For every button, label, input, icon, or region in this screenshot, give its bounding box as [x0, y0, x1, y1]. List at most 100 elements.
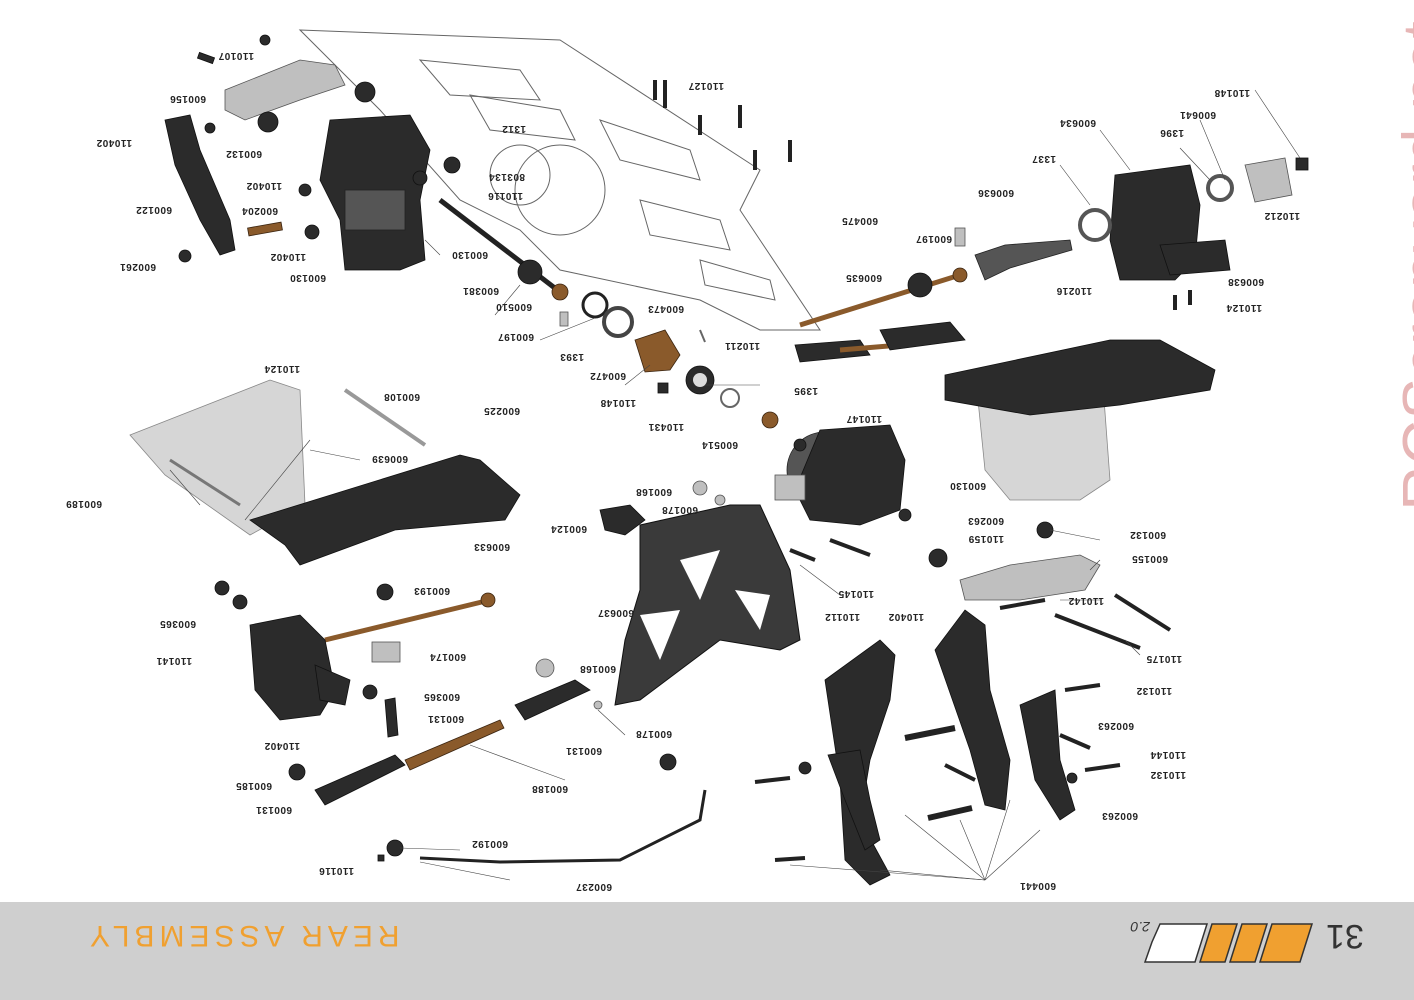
part-label: 110145 — [838, 588, 874, 599]
part-label: 110142 — [1068, 595, 1104, 606]
part-label: 600185 — [236, 780, 272, 791]
right-body-shield — [944, 339, 1216, 501]
part-label: 110107 — [218, 50, 254, 61]
part-label: 600132 — [1130, 529, 1166, 540]
part-label: 600365 — [160, 618, 196, 629]
brand-logo: 2.0 — [1130, 919, 1314, 963]
hinge-pin-holder-right — [789, 508, 1172, 650]
part-label: 110124 — [1226, 302, 1262, 313]
part-label: 110147 — [846, 413, 882, 424]
watermark-text: RCScrapyard.net — [1390, 20, 1414, 511]
part-label: 110402 — [264, 740, 300, 751]
part-label: 600637 — [598, 607, 634, 618]
part-label: 600132 — [226, 148, 262, 159]
part-label: 110148 — [600, 397, 636, 408]
part-label: 600634 — [1060, 117, 1096, 128]
part-label: 600641 — [1180, 109, 1216, 120]
part-label: 1396 — [1160, 127, 1184, 138]
part-label: 600197 — [916, 233, 952, 244]
part-label: 110159 — [968, 533, 1004, 544]
part-label: 600188 — [532, 783, 568, 794]
part-label: 1337 — [1032, 153, 1056, 164]
part-label: 110127 — [688, 80, 724, 91]
part-label: 110112 — [825, 611, 860, 622]
sway-bar — [377, 753, 707, 864]
camber-links — [699, 321, 966, 363]
part-label: 600108 — [384, 391, 420, 402]
part-label: 600189 — [66, 498, 102, 509]
part-label: 600237 — [576, 881, 612, 892]
part-label: 600193 — [414, 585, 450, 596]
part-label: 600131 — [566, 745, 602, 756]
part-label: 600514 — [702, 439, 738, 450]
part-label: 600365 — [424, 691, 460, 702]
part-label: 600168 — [636, 486, 672, 497]
leader-lines — [169, 89, 1301, 881]
lower-arm-left — [249, 454, 521, 566]
part-label: 600636 — [978, 187, 1014, 198]
part-label: 600204 — [242, 205, 278, 216]
rear-gearbox-housing — [319, 81, 461, 271]
hinge-pin-holder-upper — [196, 34, 346, 121]
part-labels: 110107 600156 110402 600132 600122 11040… — [66, 50, 1300, 892]
part-label: 110132 — [1150, 769, 1186, 780]
part-label: 110144 — [1150, 749, 1186, 760]
part-label: 600510 — [496, 301, 532, 312]
carbon-shock-tower — [599, 480, 801, 706]
part-label: 600130 — [290, 272, 326, 283]
part-label: 600174 — [430, 651, 466, 662]
part-label: 600131 — [428, 713, 464, 724]
part-label: 110216 — [1056, 285, 1092, 296]
part-label: 600130 — [452, 249, 488, 260]
part-label: 600263 — [1102, 810, 1138, 821]
part-label: 600263 — [968, 515, 1004, 526]
part-label: 803134 — [489, 171, 525, 182]
part-label: 110402 — [270, 251, 306, 262]
part-label: 600475 — [842, 215, 878, 226]
part-label: 110148 — [1214, 87, 1250, 98]
part-label: 600168 — [580, 663, 616, 674]
part-label: 600131 — [256, 804, 292, 815]
part-label: 600635 — [846, 272, 882, 283]
part-label: 110141 — [156, 655, 192, 666]
part-label: 600261 — [120, 261, 156, 272]
chassis-plate — [298, 29, 821, 331]
drive-shafts — [324, 198, 968, 643]
diff-bearings — [559, 291, 779, 429]
camber-mount-left — [164, 111, 320, 263]
part-label: 600381 — [463, 285, 499, 296]
part-label: 600472 — [590, 370, 626, 381]
page-number: 31 — [1326, 917, 1364, 955]
part-label: 600124 — [551, 523, 587, 534]
part-label: 600197 — [498, 331, 534, 342]
rear-differential — [774, 424, 906, 526]
wing-mounts — [754, 609, 1121, 886]
part-label: 1393 — [560, 351, 584, 362]
part-label: 110116 — [319, 865, 354, 876]
part-label: 110431 — [648, 421, 684, 432]
part-label: 600178 — [662, 504, 698, 515]
part-label: 600156 — [170, 93, 206, 104]
left-body-shield — [129, 379, 427, 536]
part-label: 600122 — [136, 204, 172, 215]
part-label: 600638 — [1228, 276, 1264, 287]
part-label: 110402 — [888, 611, 924, 622]
section-title: REAR ASSEMBLY — [85, 919, 400, 952]
rear-hub-right — [954, 157, 1309, 281]
part-label: 600225 — [484, 405, 520, 416]
part-label: 110402 — [246, 180, 282, 191]
part-label: 1312 — [502, 123, 526, 134]
rear-hub-left — [214, 580, 603, 806]
part-label: 1395 — [794, 385, 818, 396]
part-label: 600263 — [1098, 720, 1134, 731]
part-label: 600178 — [636, 728, 672, 739]
screws-top — [653, 80, 1192, 310]
part-label: 600639 — [372, 453, 408, 464]
part-label: 600155 — [1132, 553, 1168, 564]
part-label: 110132 — [1136, 685, 1172, 696]
part-label: 110211 — [725, 340, 760, 351]
part-label: 600192 — [472, 838, 508, 849]
part-label: 110175 — [1146, 653, 1182, 664]
part-label: 110402 — [96, 137, 132, 148]
